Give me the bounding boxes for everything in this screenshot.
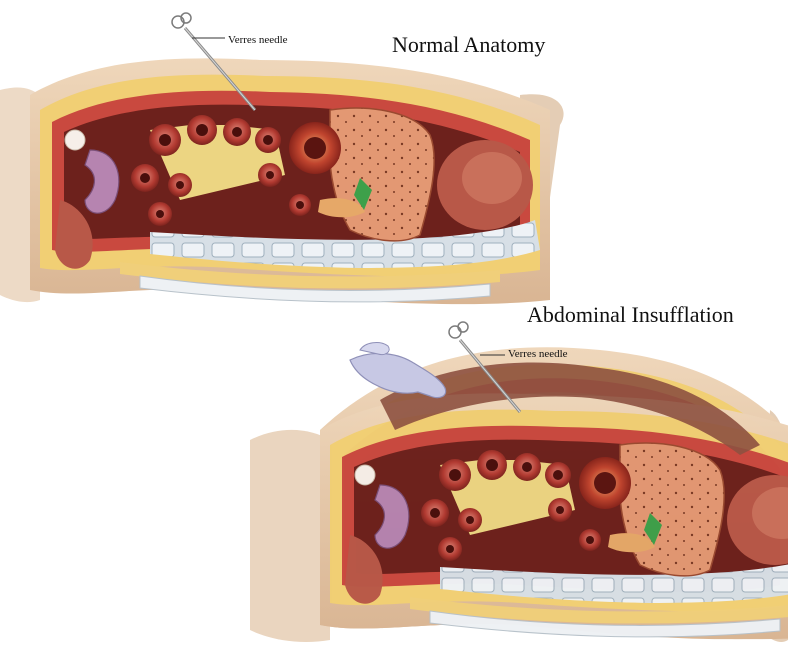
normal-anatomy-title: Normal Anatomy — [392, 32, 545, 58]
normal-abdomen-section — [30, 58, 550, 304]
abdominal-insufflation-title: Abdominal Insufflation — [527, 302, 734, 328]
normal-verres-needle-label: Verres needle — [228, 34, 288, 46]
insufflation-verres-needle-label: Verres needle — [508, 348, 568, 360]
abdominal-insufflation-panel — [250, 322, 788, 642]
